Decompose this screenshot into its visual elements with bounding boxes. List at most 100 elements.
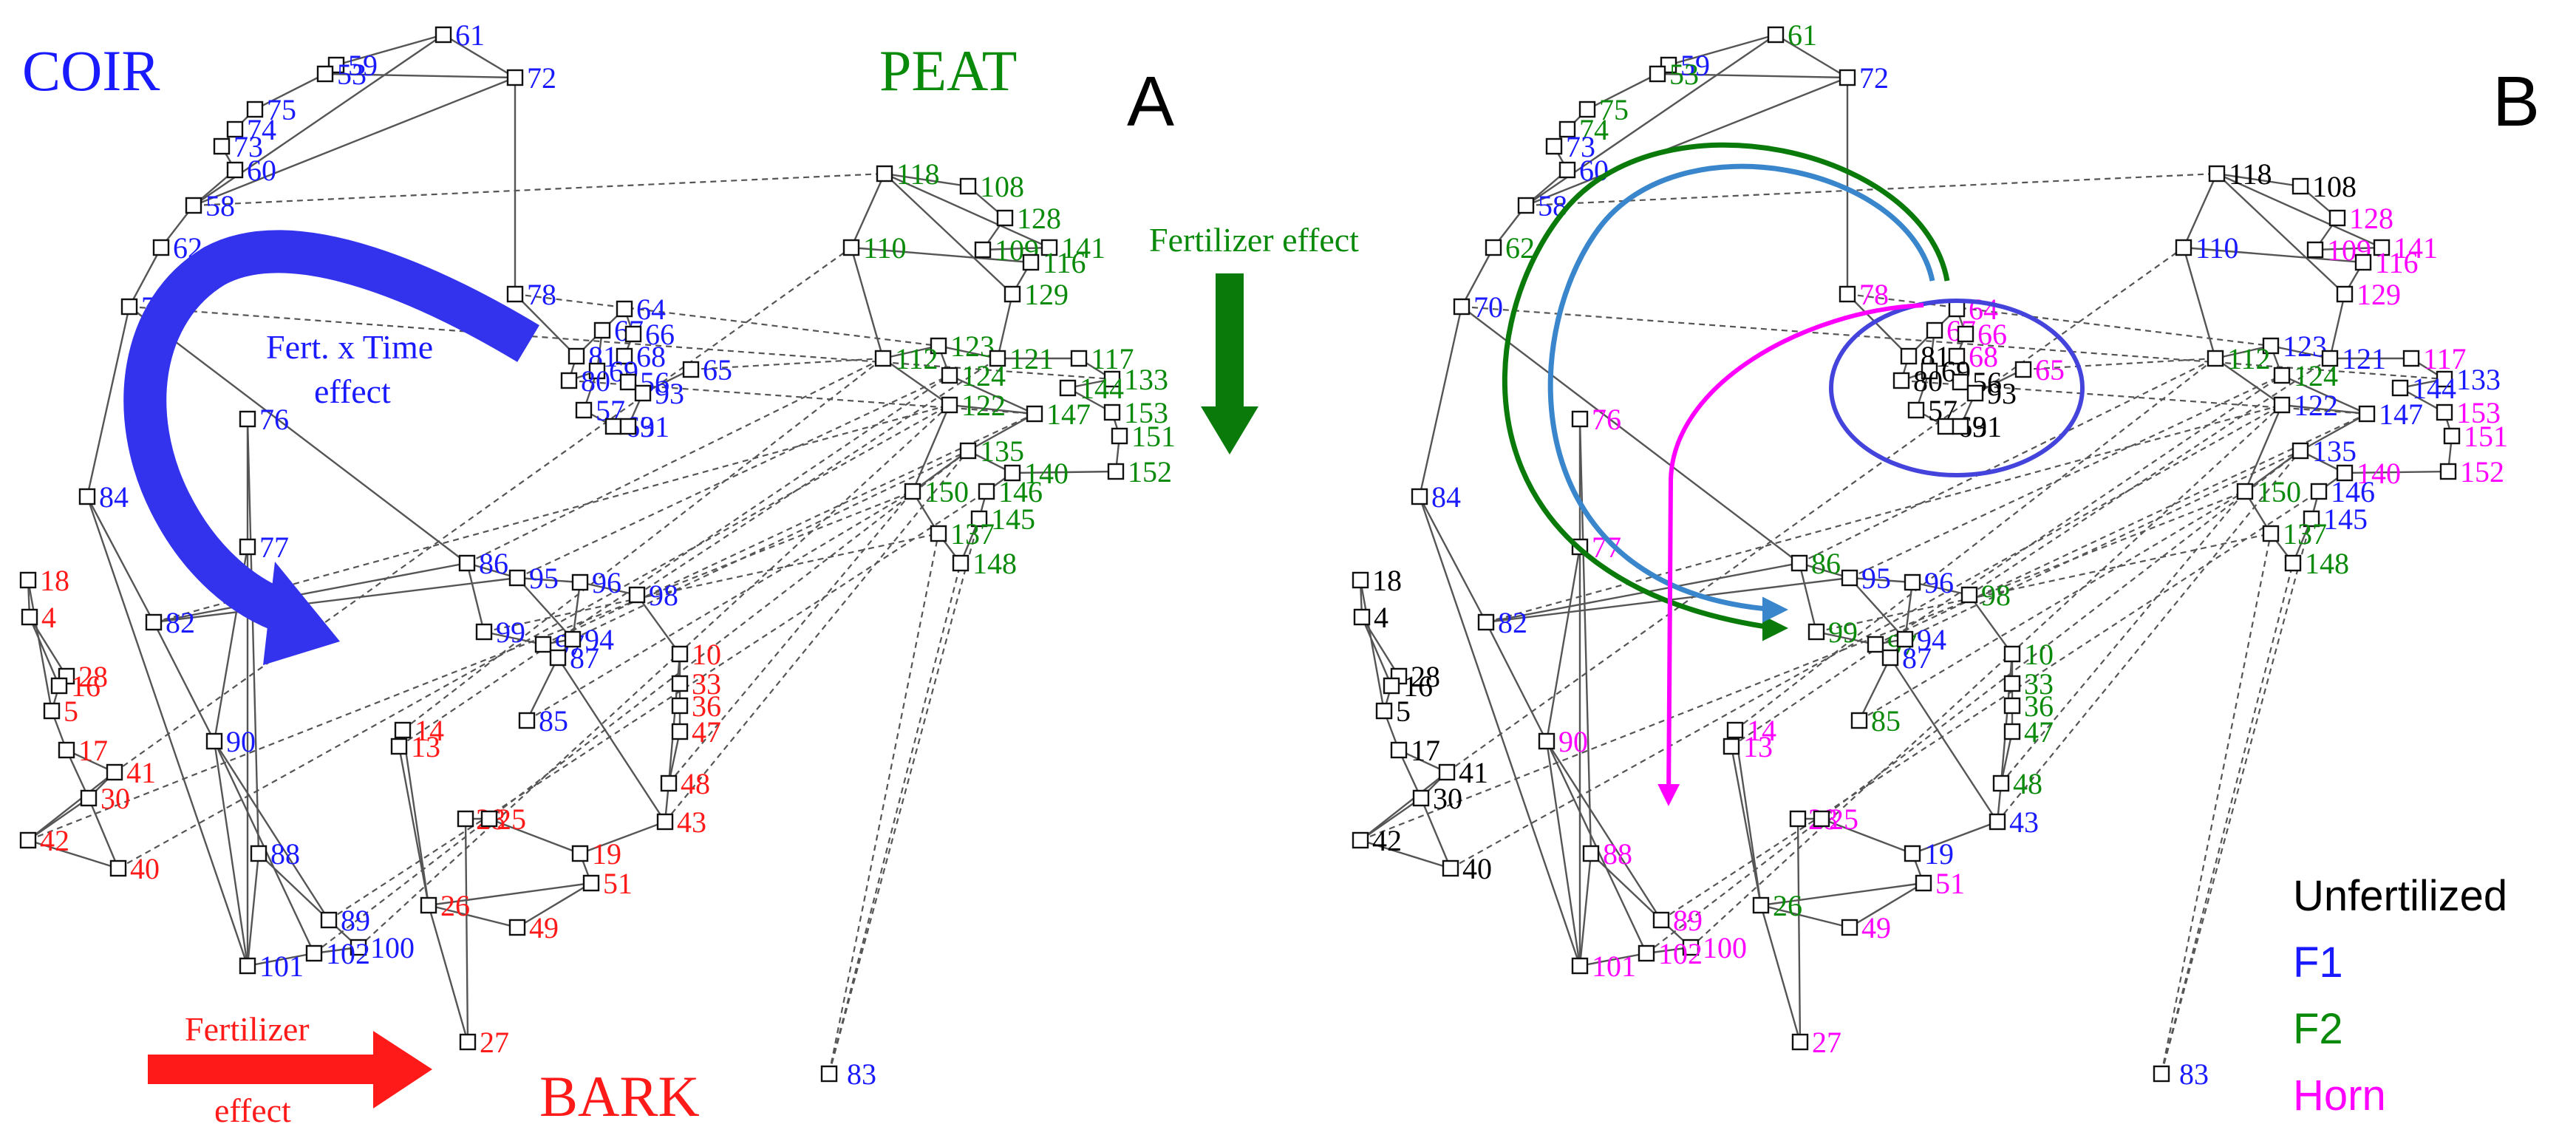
node-marker-13: [1723, 738, 1740, 755]
node-marker-14: [1726, 721, 1744, 739]
node-label-84: 84: [1431, 480, 1461, 514]
node-marker-100: [1682, 939, 1700, 956]
node-label-90: 90: [226, 725, 256, 758]
between-group-edge: [114, 247, 852, 773]
node-label-78: 78: [527, 278, 556, 311]
node-marker-65: [2014, 361, 2032, 378]
within-group-edge: [129, 306, 468, 564]
node-label-98: 98: [649, 579, 678, 612]
node-marker-112: [874, 350, 892, 367]
between-group-edge: [1997, 450, 2301, 822]
node-marker-5: [1375, 702, 1393, 720]
node-marker-78: [1839, 285, 1856, 303]
within-group-edge: [884, 172, 969, 188]
within-group-edge: [2300, 412, 2368, 452]
node-marker-81: [1900, 347, 1918, 365]
network-nodes: 6159537275747360586278706467668168698056…: [1352, 18, 2508, 1091]
node-marker-95: [508, 569, 526, 587]
within-group-edge: [1799, 562, 1850, 579]
panel-letter-b: B: [2492, 62, 2540, 141]
node-marker-96: [1904, 573, 1921, 591]
within-group-edge: [398, 746, 430, 906]
node-marker-117: [2402, 350, 2420, 367]
node-marker-121: [2321, 350, 2339, 367]
node-marker-122: [941, 396, 958, 414]
within-group-edge: [938, 344, 998, 360]
between-group-edge: [514, 293, 939, 347]
node-label-122: 122: [961, 389, 1006, 422]
node-marker-16: [50, 677, 68, 695]
node-marker-140: [1004, 464, 1021, 482]
within-group-edge: [1889, 657, 1999, 822]
node-marker-61: [435, 26, 452, 44]
node-marker-61: [1767, 26, 1785, 44]
within-group-edge: [258, 853, 330, 921]
node-marker-28: [457, 810, 474, 828]
node-marker-30: [1412, 789, 1430, 807]
node-marker-53: [316, 65, 334, 83]
node-label-91: 91: [1972, 410, 2002, 443]
node-label-26: 26: [440, 889, 470, 922]
between-group-edge: [542, 413, 1035, 645]
node-label-5: 5: [1396, 695, 1411, 728]
between-group-edge: [1858, 491, 2246, 721]
within-group-edge: [213, 740, 249, 967]
node-label-74: 74: [1579, 113, 1609, 146]
node-marker-70: [120, 298, 138, 316]
between-group-edge: [1646, 450, 2301, 954]
within-group-edge: [2281, 403, 2368, 415]
node-label-33: 33: [2024, 667, 2054, 701]
node-label-141: 141: [2393, 231, 2438, 265]
node-marker-123: [930, 337, 947, 355]
between-group-edge: [2023, 357, 2216, 371]
node-label-112: 112: [2227, 342, 2271, 375]
node-label-16: 16: [71, 670, 100, 703]
node-marker-153: [1103, 403, 1121, 421]
node-label-102: 102: [1658, 937, 1703, 970]
node-label-122: 122: [2294, 389, 2338, 422]
node-marker-137: [930, 525, 947, 542]
within-group-edge: [882, 358, 950, 406]
node-marker-68: [1948, 347, 1966, 365]
node-marker-69: [588, 362, 606, 380]
between-group-edge: [1461, 305, 2445, 381]
coir-cluster-outline: [1829, 299, 2085, 477]
node-marker-98: [1960, 586, 1978, 604]
within-group-edge: [246, 853, 260, 967]
node-marker-18: [1352, 571, 1369, 589]
node-label-77: 77: [259, 531, 289, 564]
node-marker-97: [1867, 636, 1884, 653]
node-marker-101: [1571, 957, 1589, 975]
node-marker-67: [1926, 321, 1943, 339]
within-group-edge: [466, 562, 518, 579]
within-group-edge: [1760, 904, 1850, 929]
node-marker-78: [506, 285, 524, 303]
node-marker-14: [394, 721, 412, 739]
node-label-19: 19: [592, 837, 621, 871]
within-group-edge: [1847, 293, 1909, 357]
within-group-edge: [27, 772, 115, 841]
node-label-85: 85: [539, 704, 568, 738]
node-marker-108: [959, 177, 977, 195]
node-label-42: 42: [40, 824, 69, 857]
node-marker-128: [996, 209, 1014, 227]
node-marker-73: [213, 137, 231, 155]
node-label-18: 18: [1372, 564, 1402, 597]
node-label-40: 40: [130, 852, 160, 885]
peat-fertilizer-arrowhead: [1201, 406, 1258, 454]
within-group-edge: [1912, 820, 1998, 855]
within-group-edge: [28, 616, 61, 687]
node-marker-80: [560, 372, 578, 389]
node-label-151: 151: [2464, 420, 2508, 453]
node-label-100: 100: [370, 931, 415, 964]
node-label-110: 110: [2195, 231, 2239, 265]
node-label-18: 18: [40, 564, 69, 597]
node-label-141: 141: [1061, 231, 1105, 265]
node-label-64: 64: [636, 293, 666, 326]
node-marker-80: [1892, 372, 1910, 389]
legend-f1: F1: [2293, 939, 2343, 987]
node-label-41: 41: [126, 756, 156, 789]
node-marker-124: [2273, 367, 2291, 384]
node-marker-64: [616, 300, 633, 318]
bark-fertilizer-label-line2: effect: [214, 1091, 291, 1129]
